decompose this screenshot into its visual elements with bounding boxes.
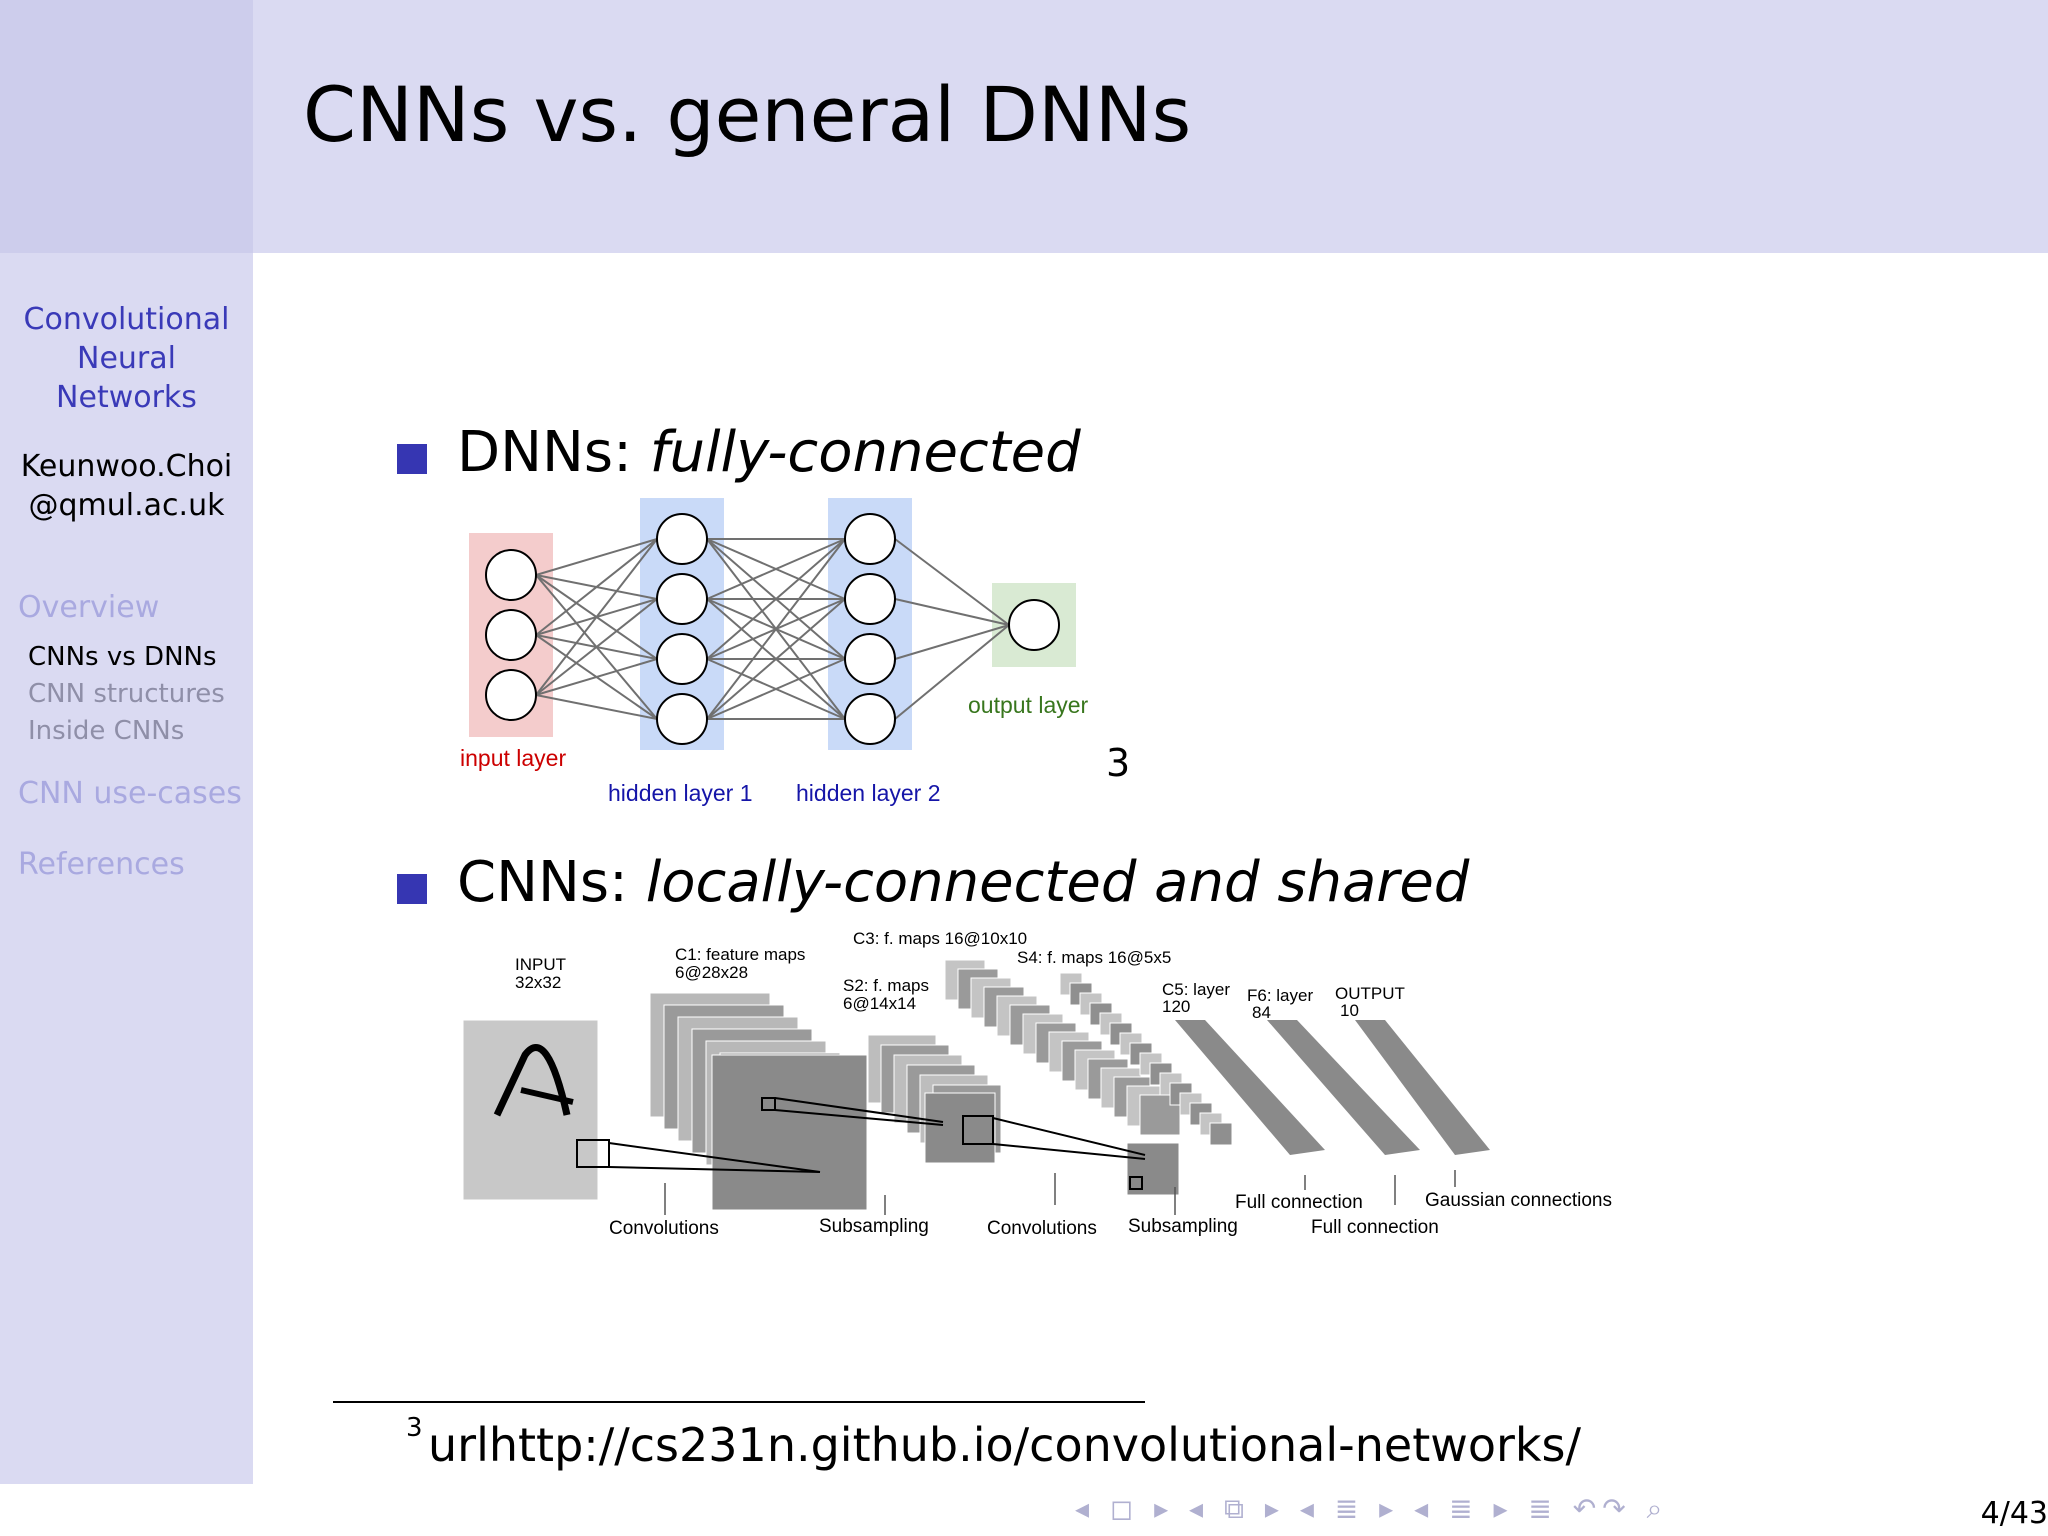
fc-band <box>1267 1020 1420 1155</box>
label-leaders <box>664 1170 1456 1215</box>
neuron <box>656 573 708 625</box>
neuron <box>656 693 708 745</box>
feature-maps <box>462 959 1233 1211</box>
c5-label: C5: layer <box>1162 980 1230 999</box>
receptive-fields <box>576 1097 1146 1190</box>
c1-size-label: 6@28x28 <box>675 963 748 982</box>
neuron <box>656 513 708 565</box>
bullet-dnn: DNNs: fully-connected <box>457 420 1081 485</box>
s2-feature-map <box>924 1092 996 1164</box>
sidebar-header <box>0 0 253 253</box>
f6-size-label: 84 <box>1252 1003 1271 1022</box>
author: Keunwoo.Choi @qmul.ac.uk <box>20 449 233 523</box>
neuron <box>485 609 537 661</box>
s4-feature-map <box>1209 1122 1233 1146</box>
footnote-marker-inline: 3 <box>1106 741 1130 785</box>
convolutions-label-1: Convolutions <box>609 1218 719 1239</box>
output-layer-label: output layer <box>968 692 1089 718</box>
connection-edge <box>535 538 658 696</box>
connection-edge <box>894 624 1010 720</box>
slide-header <box>253 0 2048 253</box>
s4-label: S4: f. maps 16@5x5 <box>1017 948 1171 967</box>
gaussian-connections-label: Gaussian connections <box>1425 1190 1612 1211</box>
input-label: INPUT <box>515 955 566 974</box>
c5-size-label: 120 <box>1162 997 1190 1016</box>
footnote-rule <box>333 1401 1145 1403</box>
nav-cnn-structures[interactable]: CNN structures <box>28 679 225 709</box>
nav-cnns-vs-dnns[interactable]: CNNs vs DNNs <box>28 642 217 672</box>
footnote-marker: 3 <box>406 1413 423 1443</box>
fc-band <box>1355 1020 1490 1155</box>
s2-label: S2: f. maps <box>843 976 929 995</box>
page-number: 4/43 <box>1980 1496 2048 1531</box>
connections <box>535 538 1010 720</box>
neuron <box>656 633 708 685</box>
presentation-title[interactable]: Convolutional Neural Networks <box>23 302 230 415</box>
bullet-cnn: CNNs: locally-connected and shared <box>457 850 1470 915</box>
footnote-url[interactable]: urlhttp://cs231n.github.io/convolutional… <box>428 1418 1582 1472</box>
connection-edge <box>535 694 658 720</box>
neuron <box>844 633 896 685</box>
nav-inside-cnns[interactable]: Inside CNNs <box>28 716 185 746</box>
fc-band <box>1175 1020 1325 1155</box>
connection-edge <box>894 598 1010 626</box>
slide-title: CNNs vs. general DNNs <box>303 70 1192 159</box>
subsampling-label-1: Subsampling <box>819 1216 929 1237</box>
connection-edge <box>894 538 1010 626</box>
connection-edge <box>535 538 658 636</box>
connection-edge <box>535 538 658 576</box>
nav-references[interactable]: References <box>18 847 185 882</box>
neuron <box>844 693 896 745</box>
output-label: OUTPUT <box>1335 984 1405 1003</box>
neuron <box>844 513 896 565</box>
connection-edge <box>706 658 846 720</box>
input-letter-a <box>493 1044 571 1117</box>
full-connection-label-2: Full connection <box>1311 1217 1439 1238</box>
neuron <box>1008 599 1060 651</box>
s2-size-label: 6@14x14 <box>843 994 916 1013</box>
hidden-layer-2-label: hidden layer 2 <box>796 780 941 806</box>
neuron <box>485 669 537 721</box>
c1-label: C1: feature maps <box>675 945 805 964</box>
connection-edge <box>535 658 658 696</box>
nav-overview[interactable]: Overview <box>18 590 160 625</box>
connection-edge <box>535 598 658 696</box>
cnn-diagram: INPUT 32x32 C1: feature maps 6@28x28 S2:… <box>462 929 1612 1239</box>
c1-feature-map <box>711 1054 868 1211</box>
input-letter-a-bar <box>520 1087 574 1105</box>
convolutions-label-2: Convolutions <box>987 1218 1097 1239</box>
f6-label: F6: layer <box>1247 986 1313 1005</box>
output-size-label: 10 <box>1340 1001 1359 1020</box>
neurons <box>485 513 1060 745</box>
beamer-navigation-icon[interactable]: ◂ ◻ ▸ ◂ ⧉ ▸ ◂ ≣ ▸ ◂ ≣ ▸ ≣ ↶↷ ⌕ <box>1075 1492 1669 1525</box>
hidden-layer-1-label: hidden layer 1 <box>608 780 753 806</box>
connection-edge <box>706 598 846 720</box>
nav-cnn-use-cases[interactable]: CNN use-cases <box>18 776 242 811</box>
input-size-label: 32x32 <box>515 973 561 992</box>
subsampling-label-2: Subsampling <box>1128 1216 1238 1237</box>
connection-edge <box>706 538 846 600</box>
connection-edge <box>706 538 846 720</box>
input-layer-label: input layer <box>460 745 566 771</box>
dnn-diagram: input layer hidden layer 1 hidden layer … <box>460 498 1130 806</box>
full-connection-label-1: Full connection <box>1235 1192 1363 1213</box>
connection-edge <box>894 624 1010 660</box>
c3-label: C3: f. maps 16@10x10 <box>853 929 1027 948</box>
neuron <box>485 549 537 601</box>
bullet-marker <box>397 444 427 474</box>
bullet-marker <box>397 874 427 904</box>
s4-feature-map <box>1126 1142 1180 1196</box>
neuron <box>844 573 896 625</box>
connection-edge <box>706 538 846 660</box>
fully-connected-bands <box>1175 1020 1490 1155</box>
